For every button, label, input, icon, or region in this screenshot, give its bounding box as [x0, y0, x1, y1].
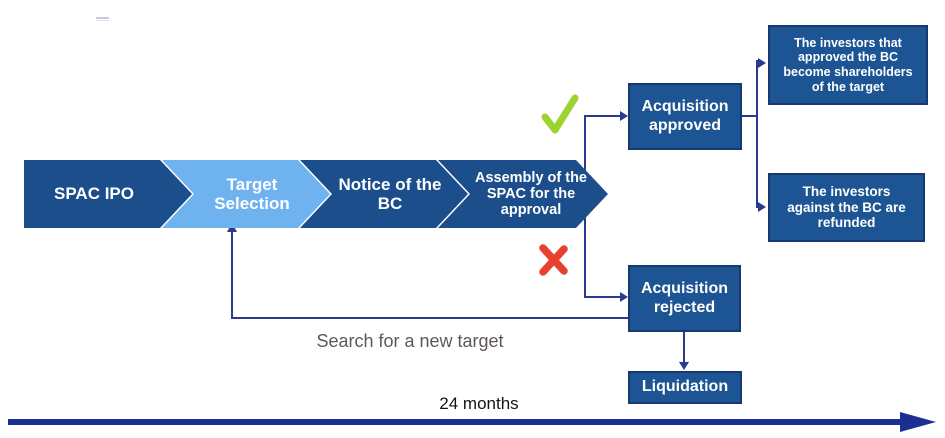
artifact-smudge: [96, 17, 109, 22]
chevron-notice-bc-label: Notice of the BC: [338, 174, 442, 213]
connector-split-vertical: [756, 60, 758, 208]
timeline-bar: [8, 419, 902, 425]
cross-icon: [539, 244, 568, 276]
box-investors-refunded-label: The investors against the BC are refunde…: [787, 183, 906, 231]
box-acquisition-rejected-label: Acquisition rejected: [640, 279, 729, 316]
connector-approved-horizontal: [584, 115, 620, 117]
chevron-spac-ipo: SPAC IPO: [24, 160, 192, 228]
arrowhead-to-approved: [620, 111, 628, 121]
search-new-target-label: Search for a new target: [316, 331, 504, 351]
connector-return-vertical: [231, 232, 233, 318]
arrowhead-to-rejected: [620, 292, 628, 302]
box-liquidation-label: Liquidation: [641, 378, 729, 396]
connector-rejected-horizontal: [584, 296, 620, 298]
arrowhead-to-refunded: [758, 202, 766, 212]
connector-liquidation-vertical: [683, 332, 685, 362]
connector-return-horizontal: [231, 317, 628, 319]
chevron-spac-ipo-label: SPAC IPO: [54, 184, 134, 204]
timeline-duration-label: 24 months: [439, 394, 519, 413]
box-liquidation: Liquidation: [628, 371, 742, 404]
arrowhead-to-shareholders: [758, 58, 766, 68]
box-acquisition-approved-label: Acquisition approved: [641, 97, 729, 134]
box-investors-shareholders-label: The investors that approved the BC becom…: [783, 35, 913, 94]
chevron-notice-bc: Notice of the BC: [300, 160, 468, 228]
chevron-assembly-spac-label: Assembly of the SPAC for the approval: [475, 169, 587, 219]
connector-approved-out: [742, 115, 757, 117]
box-acquisition-rejected: Acquisition rejected: [628, 265, 741, 332]
box-investors-shareholders: The investors that approved the BC becom…: [768, 25, 928, 105]
arrowhead-to-liquidation: [679, 362, 689, 370]
box-investors-refunded: The investors against the BC are refunde…: [768, 173, 925, 242]
chevron-target-selection-label: Target Selection: [214, 174, 290, 213]
box-acquisition-approved: Acquisition approved: [628, 83, 742, 150]
check-icon: [541, 94, 579, 134]
timeline-arrowhead-icon: [900, 412, 936, 432]
